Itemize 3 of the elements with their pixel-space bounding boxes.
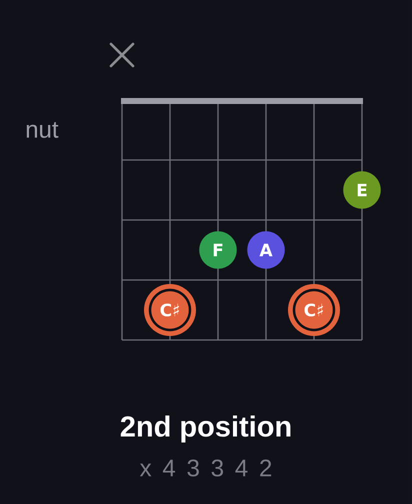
nut-label: nut [26, 122, 58, 138]
fret-numbers: x 4 3 3 4 2 [140, 460, 272, 476]
title: 2nd position [120, 415, 290, 443]
